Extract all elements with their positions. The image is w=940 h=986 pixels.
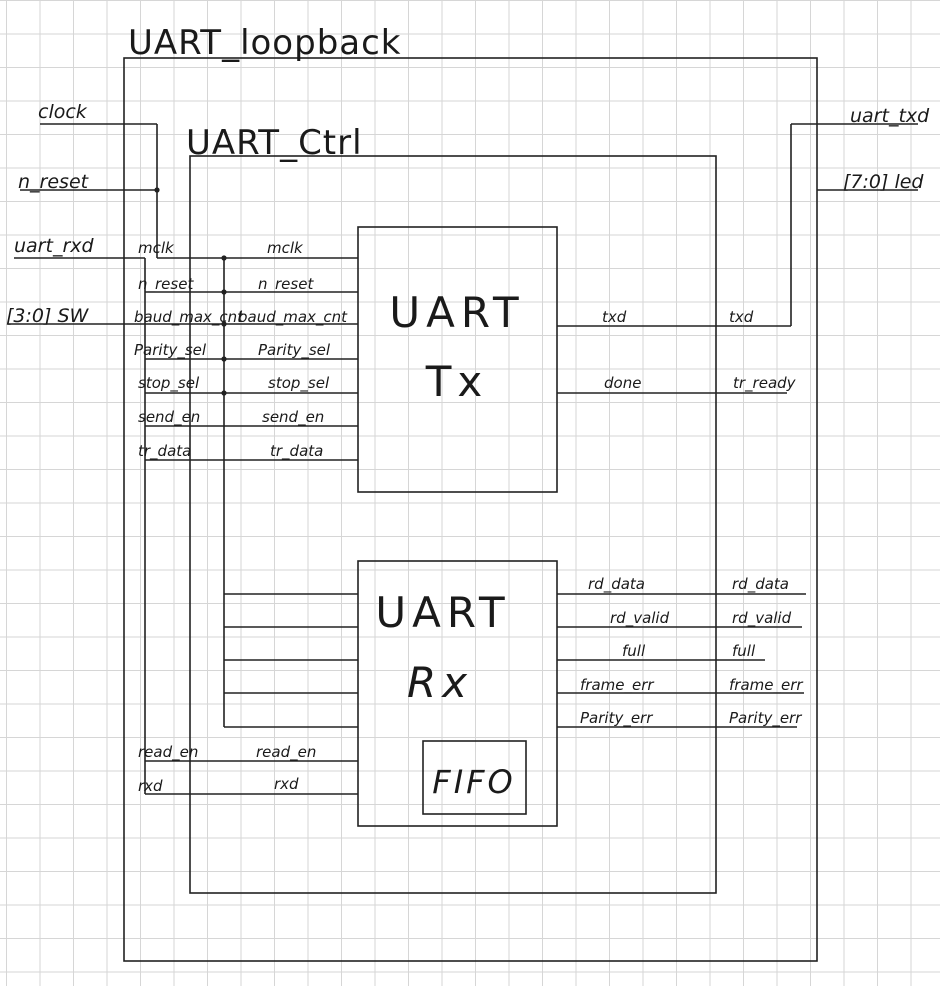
junction-n-reset [154,187,160,193]
uart-ctrl-title: UART_Ctrl [186,123,363,163]
rx-out-frame-err: frame_err [580,676,654,695]
uart-rx-label-line2: Rx [407,658,473,707]
rx-out-parity-err: Parity_err [580,709,653,728]
junction-stop [221,390,227,396]
input-label-uart-rxd: uart_rxd [14,235,95,257]
uart-tx-label-line2: Tx [425,357,489,406]
junction-baud [221,321,227,327]
fifo-label: FIFO [432,763,515,801]
rx-in-rxd: rxd [274,775,299,793]
ctrl-port-stop-sel: stop_sel [138,374,200,393]
rx-out-full: full [622,642,646,660]
ctrl-port-tr-data: tr_data [138,442,191,461]
ctrl-out-rd-valid: rd_valid [732,609,792,628]
ctrl-out-parity-err: Parity_err [729,709,802,728]
output-label-led: [7:0] led [843,171,924,193]
input-label-clock: clock [38,101,88,123]
rx-out-rd-valid: rd_valid [610,609,670,628]
fifo-box [422,740,527,815]
rx-in-read-en: read_en [256,743,316,762]
tx-in-baud-max-cnt: baud_max_cnt [238,308,348,327]
tx-in-tr-data: tr_data [270,442,323,461]
ctrl-out-frame-err: frame_err [729,676,803,695]
ctrl-port-rxd: rxd [138,777,163,795]
uart-tx-label-line1: UART [389,288,524,337]
uart-loopback-title: UART_loopback [128,23,402,63]
tx-in-stop-sel: stop_sel [268,374,330,393]
ctrl-port-read-en: read_en [138,743,198,762]
rx-out-rd-data: rd_data [588,575,645,594]
ctrl-port-parity-sel: Parity_sel [134,341,207,360]
tx-in-send-en: send_en [262,408,324,427]
tx-in-parity-sel: Parity_sel [258,341,331,360]
ctrl-port-send-en: send_en [138,408,200,427]
uart-rx-label-line1: UART [375,588,510,637]
ctrl-port-baud-max-cnt: baud_max_cnt [134,308,244,327]
ctrl-out-tr-ready: tr_ready [733,374,797,393]
ctrl-port-mclk: mclk [138,239,175,257]
junction-parity [221,356,227,362]
tx-out-done: done [604,374,641,392]
ctrl-out-txd: txd [729,308,754,326]
junction-n-reset-bus [221,289,227,295]
tx-out-txd: txd [602,308,627,326]
uart-loopback-box [123,57,818,962]
output-label-uart-txd: uart_txd [850,105,930,127]
input-label-sw: [3:0] SW [6,305,90,327]
tx-in-n-reset: n_reset [258,275,314,294]
input-label-n-reset: n_reset [18,171,90,193]
tx-in-mclk: mclk [267,239,304,257]
ctrl-port-n-reset: n_reset [138,275,194,294]
junction-mclk [221,255,227,261]
uart-ctrl-box [189,155,717,894]
ctrl-out-full: full [732,642,756,660]
ctrl-out-rd-data: rd_data [732,575,789,594]
